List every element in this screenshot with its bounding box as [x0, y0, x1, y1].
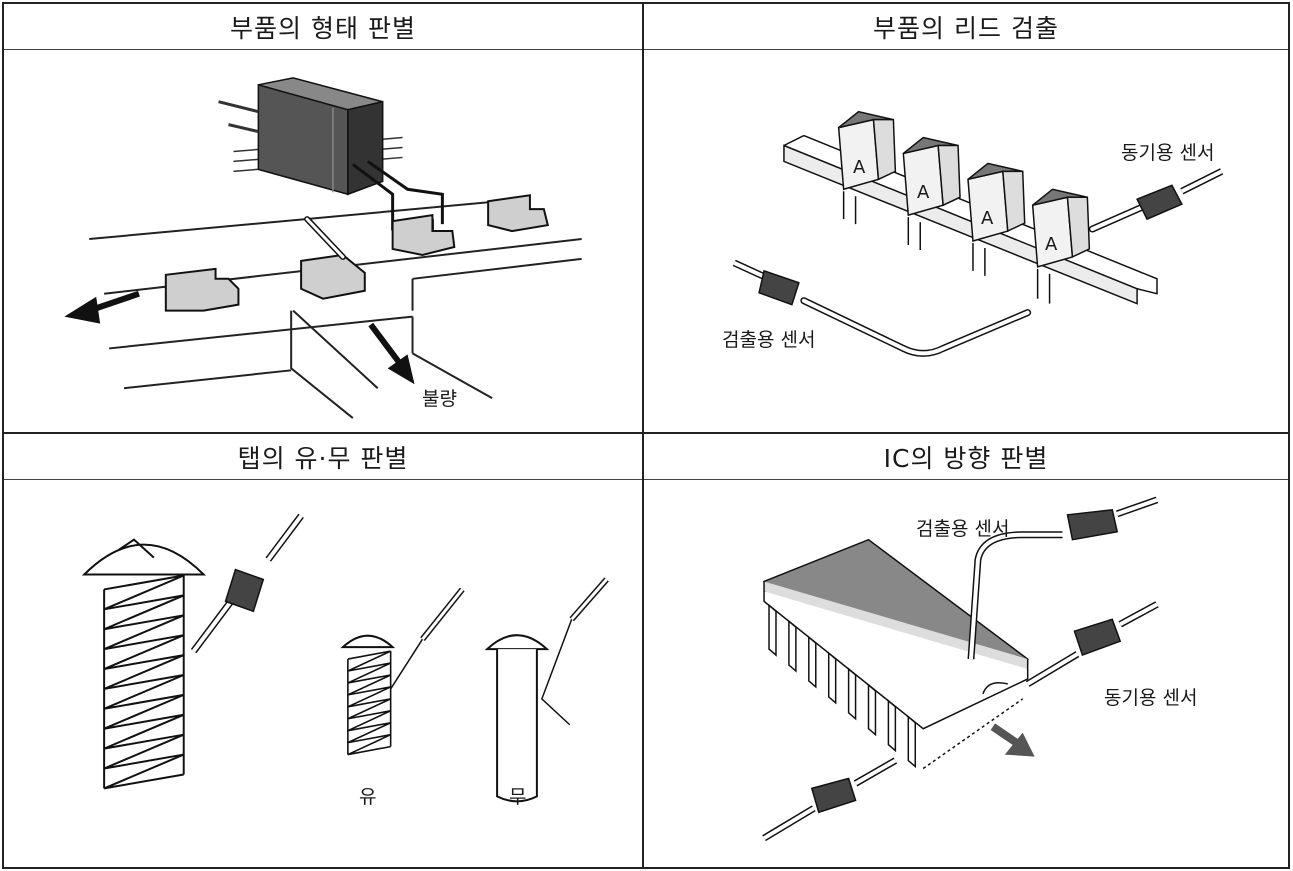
- ic-chip-icon: [762, 538, 1030, 769]
- reject-arrow-icon: [368, 322, 415, 385]
- detect-sensor-icon: [967, 496, 1159, 660]
- fiber-sensor-icon: [190, 513, 304, 654]
- panel-title: IC의 방향 판별: [644, 434, 1288, 480]
- conveyor-sensor-drawing: [64, 77, 582, 419]
- yes-label: 유: [359, 786, 377, 808]
- detect-sensor-icon: [732, 259, 1032, 357]
- panel-title: 부품의 리드 검출: [644, 4, 1288, 50]
- lead-detection-drawing: [732, 110, 1224, 357]
- detect-sensor-label: 검출용 센서: [722, 329, 816, 351]
- panel-lead-detection: 부품의 리드 검출: [642, 2, 1290, 434]
- reject-label: 불량: [422, 388, 457, 410]
- bottom-sensor-icon: [762, 757, 898, 842]
- sync-sensor-icon: [1025, 601, 1159, 687]
- lead-illustration: A A A A 동기용 센서 검출용 센서: [644, 50, 1288, 432]
- chip-mark: A: [981, 208, 994, 229]
- pin-no-thread-icon: [484, 577, 609, 803]
- sync-sensor-label: 동기용 센서: [1104, 687, 1198, 709]
- ic-direction-drawing: [762, 496, 1159, 842]
- detect-sensor-label: 검출용 센서: [916, 518, 1010, 540]
- part-shape-icon: [164, 194, 550, 312]
- chip-icon: [837, 110, 1091, 268]
- conveyor-illustration: 불량: [4, 50, 642, 432]
- tap-detection-drawing: [81, 513, 609, 803]
- sync-sensor-icon: [1088, 168, 1224, 233]
- ic-illustration: 검출용 센서 동기용 센서: [644, 480, 1288, 867]
- no-label: 무: [509, 786, 527, 808]
- screw-with-thread-icon: [340, 587, 465, 756]
- chip-mark: A: [917, 182, 930, 203]
- chip-mark: A: [1045, 234, 1058, 255]
- panel-title: 탭의 유·무 판별: [4, 434, 642, 480]
- panel-ic-direction: IC의 방향 판별: [642, 432, 1290, 869]
- panel-shape-discrimination: 부품의 형태 판별: [2, 2, 644, 434]
- panel-tap-discrimination: 탭의 유·무 판별: [2, 432, 644, 869]
- sync-sensor-label: 동기용 센서: [1121, 142, 1215, 164]
- chip-mark: A: [853, 157, 866, 178]
- tap-illustration: 유 무: [4, 480, 642, 867]
- screw-large-icon: [81, 538, 207, 790]
- flow-arrow-icon: [64, 290, 140, 324]
- fiber-amplifier-icon: [218, 77, 444, 233]
- panel-title: 부품의 형태 판별: [4, 4, 642, 50]
- direction-arrow-icon: [990, 723, 1035, 757]
